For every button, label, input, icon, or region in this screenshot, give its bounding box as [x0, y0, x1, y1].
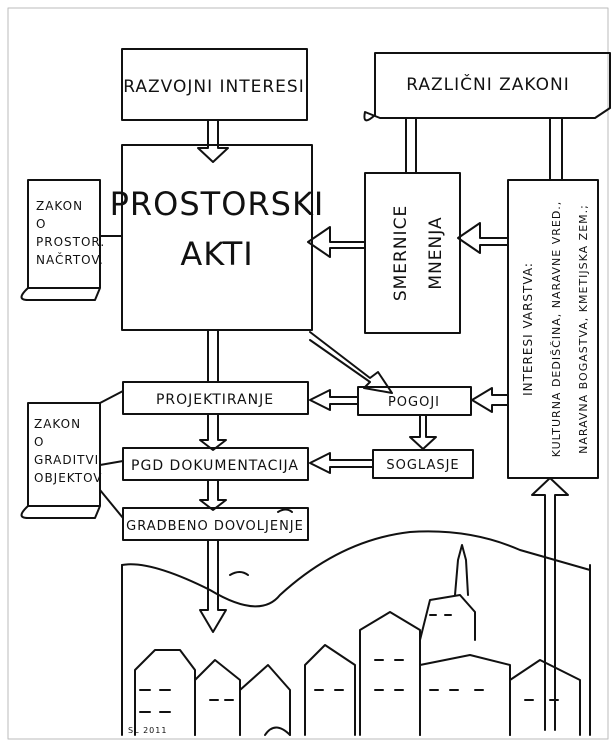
pgd-box	[122, 447, 309, 481]
prostorski-label: PROSTORSKI	[110, 185, 325, 223]
zakon-graditvi-line3: GRADITVI	[34, 453, 99, 467]
arrow-interesi-left	[457, 222, 509, 254]
razlicni-zakoni-book	[363, 52, 611, 122]
zakon-graditvi-line1: ZAKON	[34, 417, 81, 431]
interesi-line1: INTERESI VARSTVA:	[521, 262, 535, 396]
town-buildings	[134, 544, 581, 736]
zakon-graditvi-book	[20, 402, 101, 519]
interesi-line2: KULTURNA DEDIŠČINA, NARAVNE VRED.,	[550, 201, 563, 458]
pogoji-box	[357, 386, 472, 416]
zakon-prostor-line2: O	[36, 217, 46, 231]
interesi-line3: NARAVNA BOGASTVA, KMETIJSKA ZEM.;	[577, 204, 590, 454]
arrow-razvojni-down	[197, 119, 229, 163]
gradbeno-box	[122, 507, 309, 541]
zakoni-label: RAZLIČNI ZAKONI	[406, 73, 570, 95]
zakon-graditvi-line2: O	[34, 435, 44, 449]
zakon-prostor-line3: PROSTOR.	[36, 235, 105, 249]
connector-zakoni-interesi	[549, 117, 563, 181]
smernice-label: SMERNICE	[391, 205, 411, 301]
soglasje-label: SOGLASJE	[386, 458, 459, 473]
mnenja-label: MNENJA	[426, 216, 446, 289]
projektiranje-label: PROJEKTIRANJE	[156, 392, 274, 408]
zakon-graditvi-line4: OBJEKTOV	[34, 471, 103, 485]
pgd-label: PGD DOKUMENTACIJA	[131, 458, 299, 474]
artist-signature: SL 2011	[128, 726, 167, 735]
soglasje-box	[372, 449, 474, 479]
smernice-mnenja-box	[364, 172, 461, 334]
interesi-varstva-box	[507, 179, 599, 479]
razvojni-label: RAZVOJNI INTERESI	[123, 77, 304, 97]
gradbeno-label: GRADBENO DOVOLJENJE	[126, 519, 304, 534]
zakon-prostor-book	[20, 179, 101, 301]
projektiranje-box	[122, 381, 309, 415]
outer-frame	[7, 7, 609, 740]
connector-akti-projekt	[207, 329, 219, 383]
pogoji-label: POGOJI	[388, 395, 440, 410]
bird-marks	[229, 508, 293, 576]
zakon-prostor-line1: ZAKON	[36, 199, 83, 213]
zakon-prostor-line4: NAČRTOV.	[36, 252, 104, 267]
razvojni-interesi-box	[121, 48, 308, 121]
hill-line	[121, 530, 591, 608]
connector-zakoni-smernice	[405, 117, 417, 174]
arrow-smernice-left	[307, 226, 366, 258]
akti-label: AKTI	[180, 235, 253, 273]
